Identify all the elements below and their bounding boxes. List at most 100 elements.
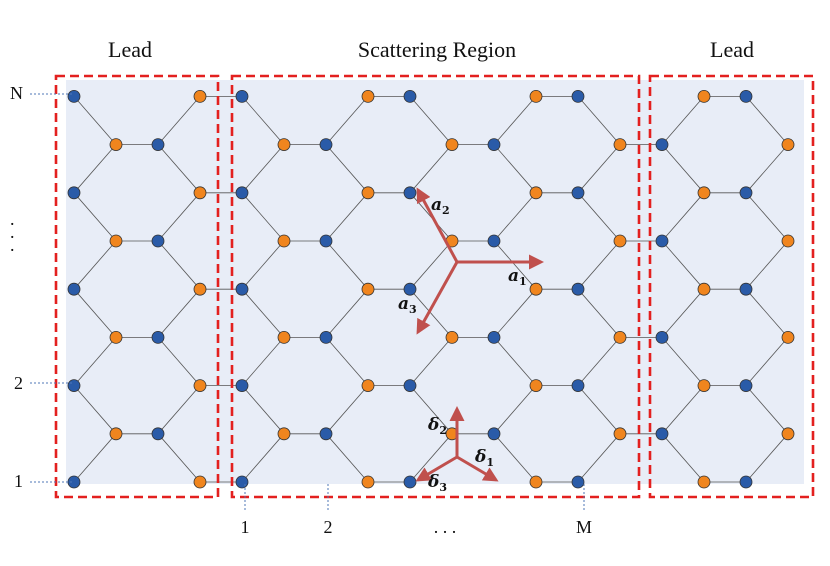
scattering-region-label: Scattering Region: [358, 37, 516, 62]
atom-orange: [697, 475, 711, 489]
atom-blue: [319, 330, 333, 344]
right-lead-box: [648, 74, 815, 499]
row-label-2: 2: [14, 373, 23, 393]
bond: [325, 240, 369, 290]
d1-label: δ1: [474, 447, 494, 469]
bond: [73, 337, 117, 386]
atom-blue: [655, 427, 669, 441]
bond: [73, 385, 117, 435]
bond: [241, 240, 285, 290]
bond: [241, 337, 285, 386]
atom-blue: [571, 379, 585, 393]
row-dots: ...: [10, 209, 15, 255]
bond: [325, 144, 369, 194]
atom-blue: [319, 234, 333, 248]
bond: [325, 385, 369, 435]
lead-right-label: Lead: [710, 37, 754, 62]
atom-blue: [739, 282, 753, 296]
bond: [325, 192, 369, 242]
atom-orange: [781, 427, 795, 441]
bond: [745, 433, 789, 483]
atom-blue: [67, 282, 81, 296]
atom-blue: [655, 234, 669, 248]
atom-blue: [235, 475, 249, 489]
bond: [577, 240, 621, 290]
atom-blue: [403, 475, 417, 489]
atom-blue: [655, 138, 669, 152]
bond: [493, 337, 537, 386]
col-dots: . . .: [434, 517, 457, 537]
bond: [577, 192, 621, 242]
atom-blue: [151, 234, 165, 248]
left-lead-box: [54, 74, 220, 499]
atom-blue: [151, 427, 165, 441]
bond: [577, 144, 621, 194]
atom-orange: [193, 186, 207, 200]
bond: [157, 144, 201, 194]
atom-blue: [571, 186, 585, 200]
bond: [409, 337, 453, 386]
bond: [241, 144, 285, 194]
atom-orange: [445, 330, 459, 344]
bond: [157, 385, 201, 435]
bond: [493, 96, 537, 145]
atom-orange: [529, 282, 543, 296]
atom-orange: [277, 427, 291, 441]
atom-blue: [571, 475, 585, 489]
atom-blue: [403, 186, 417, 200]
bond: [577, 288, 621, 338]
bond: [73, 240, 117, 290]
atom-orange: [193, 475, 207, 489]
bond: [661, 385, 705, 435]
atom-blue: [403, 379, 417, 393]
bond: [325, 288, 369, 338]
atom-blue: [739, 379, 753, 393]
d2-label: δ2: [427, 415, 447, 437]
a2-arrow: [416, 187, 459, 263]
bond: [745, 385, 789, 435]
atom-orange: [529, 186, 543, 200]
atom-orange: [277, 138, 291, 152]
atom-orange: [529, 475, 543, 489]
bond: [409, 385, 453, 435]
atom-blue: [235, 282, 249, 296]
atom-blue: [655, 330, 669, 344]
atom-blue: [487, 330, 501, 344]
lattice-atoms: [67, 90, 795, 489]
bond: [73, 433, 117, 483]
bond: [493, 240, 537, 290]
atom-orange: [697, 379, 711, 393]
atom-orange: [361, 90, 375, 103]
a2-label: a2: [431, 195, 450, 217]
bond: [325, 433, 369, 483]
d1-arrow: [456, 455, 499, 482]
bond: [157, 96, 201, 145]
atom-orange: [361, 475, 375, 489]
atom-blue: [487, 138, 501, 152]
a1-label: a1: [508, 266, 527, 288]
bond: [661, 144, 705, 194]
bond: [493, 192, 537, 242]
d3-label: δ3: [427, 472, 447, 494]
row-label-n: N: [10, 83, 23, 103]
bond: [661, 192, 705, 242]
bond: [325, 96, 369, 145]
bond: [661, 433, 705, 483]
atom-orange: [361, 186, 375, 200]
atom-orange: [109, 234, 123, 248]
lattice-bonds: [73, 96, 789, 483]
atom-blue: [67, 90, 81, 103]
atom-orange: [529, 379, 543, 393]
atom-orange: [277, 330, 291, 344]
bond: [73, 192, 117, 242]
atom-blue: [403, 282, 417, 296]
bond: [73, 144, 117, 194]
a3-arrow: [416, 261, 459, 335]
col-label-m: M: [576, 517, 592, 537]
atom-blue: [487, 427, 501, 441]
bond: [577, 337, 621, 386]
atom-orange: [781, 330, 795, 344]
bond: [157, 288, 201, 338]
bond: [493, 385, 537, 435]
